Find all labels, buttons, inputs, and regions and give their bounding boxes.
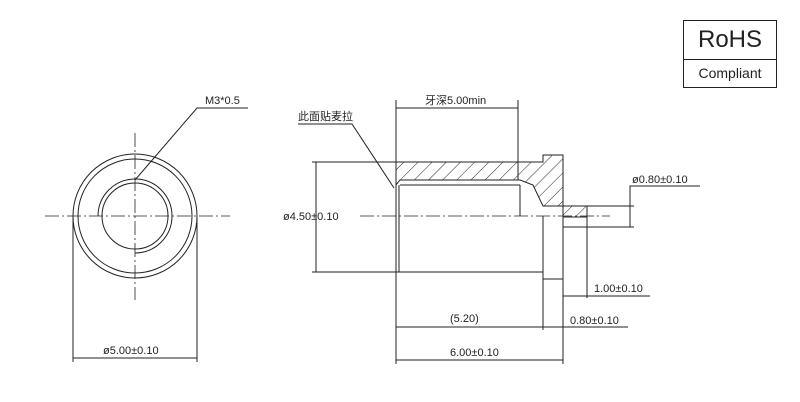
side-view: 此面贴麦拉 牙深5.00min ø4.50±0.10 ø0.80±0.10 1.… — [283, 94, 700, 364]
rohs-subtitle: Compliant — [698, 65, 762, 81]
total-length-label: 6.00±0.10 — [450, 347, 499, 359]
thread-arc — [97, 178, 173, 254]
note-label: 此面贴麦拉 — [298, 109, 353, 123]
thread-depth-label: 牙深5.00min — [425, 94, 486, 107]
pin-length-label: 1.00±0.10 — [594, 283, 643, 295]
front-view: M3*0.5 ø5.00±0.10 — [45, 95, 248, 362]
chamfer-circle — [77, 158, 193, 274]
body-diameter-label: ø4.50±0.10 — [283, 211, 339, 223]
pin-diameter-label: ø0.80±0.10 — [632, 174, 688, 186]
thread-leader — [134, 107, 248, 181]
thread-label: M3*0.5 — [205, 95, 240, 107]
rohs-title: RoHS — [684, 21, 776, 60]
body-length-ref-label: (5.20) — [450, 313, 479, 325]
flange-thickness-label: 0.80±0.10 — [570, 315, 619, 327]
note-leader — [298, 123, 395, 189]
bore-circle — [101, 182, 169, 250]
diameter-label: ø5.00±0.10 — [103, 345, 159, 357]
rohs-badge: RoHS Compliant — [683, 20, 777, 88]
section-hatch — [395, 154, 564, 207]
pin-section — [562, 205, 588, 218]
